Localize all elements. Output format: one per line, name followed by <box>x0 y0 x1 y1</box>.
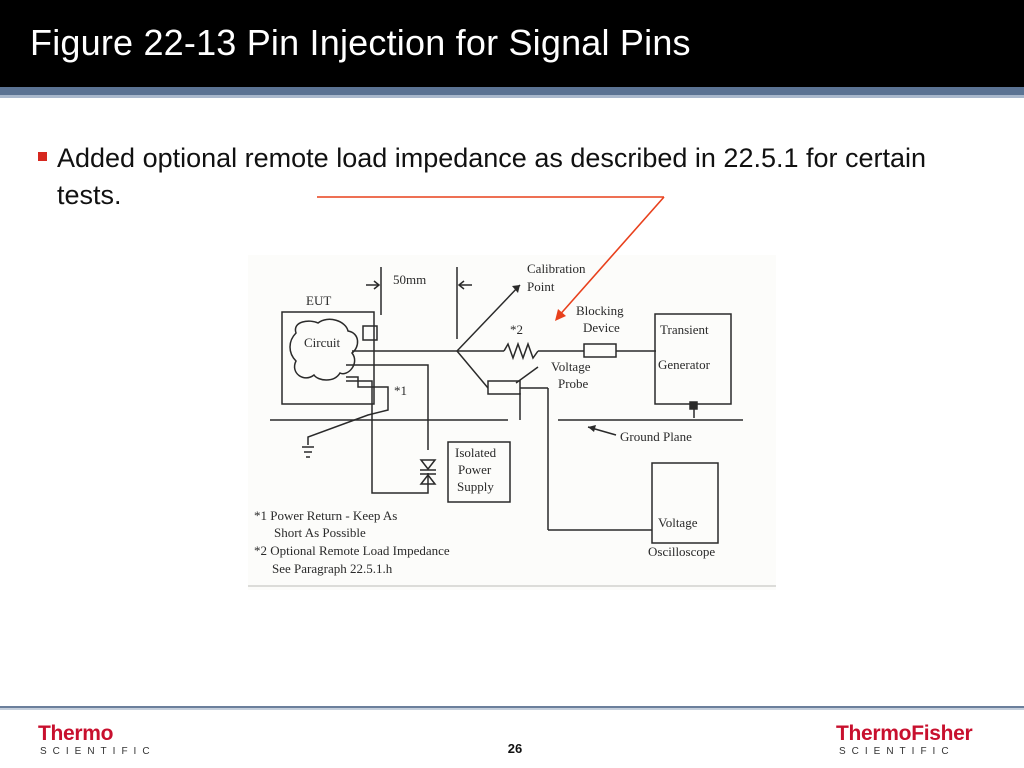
note-1-line-2: Short As Possible <box>274 525 366 540</box>
dimension-right-arrowhead <box>457 280 465 290</box>
label-ground-plane: Ground Plane <box>620 429 692 444</box>
calibration-leader <box>456 284 521 352</box>
note-2-line-2: See Paragraph 22.5.1.h <box>272 561 393 576</box>
label-point: Point <box>527 279 555 294</box>
supply-line-lower <box>346 380 429 494</box>
label-isolated: Isolated <box>455 445 497 460</box>
page-number: 26 <box>507 741 523 756</box>
label-eut: EUT <box>306 293 331 308</box>
label-oscilloscope: Oscilloscope <box>648 544 715 559</box>
footer-divider-highlight <box>0 708 1024 710</box>
probe-branch <box>456 350 489 389</box>
label-device: Device <box>583 320 620 335</box>
logo-left-sub: SCIENTIFIC <box>40 746 156 757</box>
diode-upper <box>419 459 437 471</box>
label-generator: Generator <box>658 357 711 372</box>
note-1-line-1: *1 Power Return - Keep As <box>254 508 397 523</box>
dimension-left-arrowhead <box>373 280 381 290</box>
footer-divider <box>0 706 1024 708</box>
ground-plane-arrowhead <box>588 425 596 432</box>
oscilloscope-box <box>651 462 719 544</box>
label-blocking: Blocking <box>576 303 624 318</box>
eut-box <box>281 311 375 405</box>
calibration-arrowhead <box>512 285 520 293</box>
label-probe: Probe <box>558 376 589 391</box>
bullet-text: Added optional remote load impedance as … <box>57 143 927 210</box>
eut-connector <box>362 325 378 341</box>
bullet-square-icon <box>38 152 47 161</box>
slide-title: Figure 22-13 Pin Injection for Signal Pi… <box>30 22 691 63</box>
label-50mm: 50mm <box>393 272 426 287</box>
label-calibration: Calibration <box>527 261 586 276</box>
label-note-marker-2: *2 <box>510 322 523 337</box>
label-note-marker-1: *1 <box>394 383 407 398</box>
isolated-power-supply-box <box>447 441 511 503</box>
label-transient: Transient <box>660 322 709 337</box>
pin-injection-diagram: 50mm Calibration Point EUT Circuit *2 *1… <box>248 255 776 590</box>
diode-lower <box>419 473 437 485</box>
title-bar: Figure 22-13 Pin Injection for Signal Pi… <box>0 0 1024 87</box>
logo-left-main: Thermo <box>38 722 114 745</box>
blocking-device <box>583 343 617 358</box>
label-voltage-probe: Voltage <box>551 359 591 374</box>
supply-line-upper <box>346 364 429 450</box>
logo-right-main: ThermoFisher <box>836 722 973 745</box>
diagram-svg: 50mm Calibration Point EUT Circuit *2 *1… <box>248 261 776 587</box>
logo-right-sub: SCIENTIFIC <box>839 746 955 757</box>
label-voltage: Voltage <box>658 515 698 530</box>
probe-leader <box>515 366 539 384</box>
title-divider <box>0 87 1024 95</box>
label-circuit: Circuit <box>304 335 340 350</box>
power-return-path <box>307 376 389 445</box>
circuit-blob <box>289 318 359 381</box>
resistor-zigzag <box>503 341 539 361</box>
label-supply: Supply <box>457 479 494 494</box>
voltage-probe-body <box>487 380 521 395</box>
generator-ground-terminal <box>689 401 698 410</box>
note-2-line-1: *2 Optional Remote Load Impedance <box>254 543 450 558</box>
label-power: Power <box>458 462 492 477</box>
title-divider-highlight <box>0 95 1024 98</box>
